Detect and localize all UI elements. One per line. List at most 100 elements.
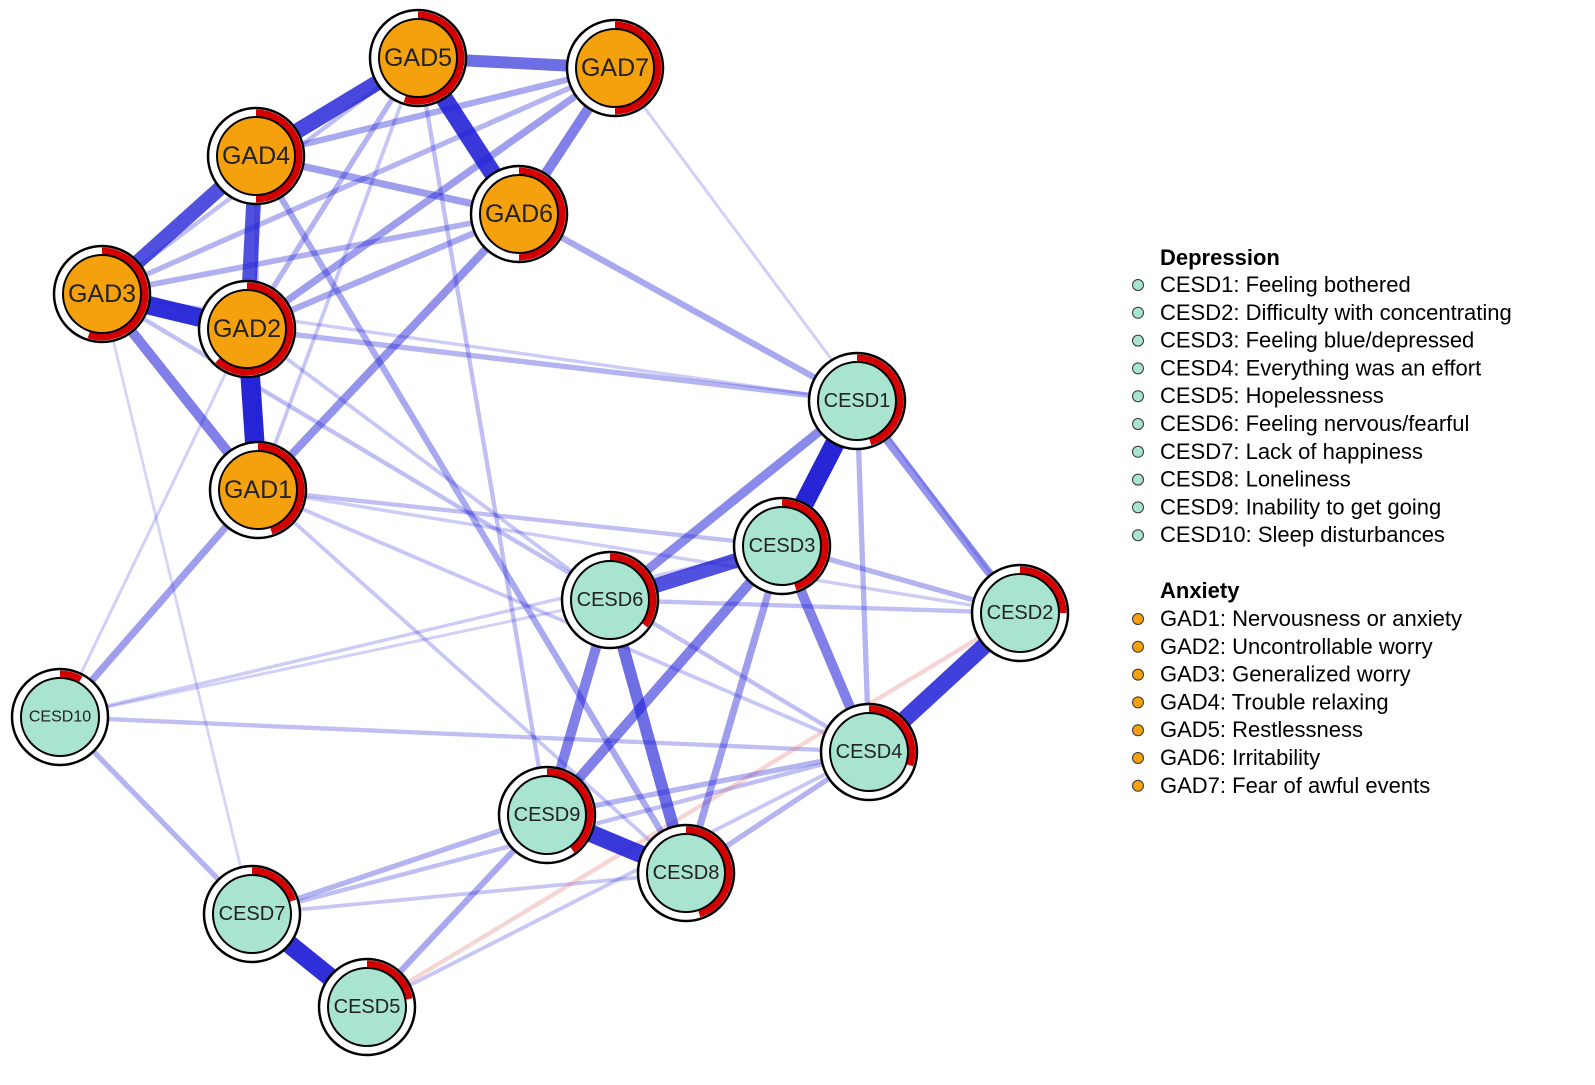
node-fill-cesd6 — [570, 560, 650, 640]
node-gad2: GAD2 — [197, 279, 297, 379]
node-fill-cesd3 — [742, 506, 822, 586]
node-label-gad1: GAD1 — [224, 476, 292, 504]
node-label-cesd2: CESD2 — [987, 602, 1054, 624]
edge-GAD2-CESD10 — [58, 328, 249, 718]
node-label-cesd5: CESD5 — [334, 996, 401, 1018]
edge-CESD10-CESD4 — [59, 714, 870, 755]
node-label-cesd10: CESD10 — [29, 709, 91, 726]
node-pie-cesd10 — [59, 670, 83, 683]
legend-item-anxiety-4: GAD4: Trouble relaxing — [1160, 689, 1389, 714]
edge-GAD2-CESD1 — [246, 326, 858, 404]
node-gad1: GAD1 — [208, 440, 308, 540]
node-gad3: GAD3 — [52, 244, 152, 344]
legend-marker-depression-8 — [1132, 473, 1144, 486]
node-cesd7: CESD7 — [202, 864, 302, 964]
legend-marker-anxiety-4 — [1132, 696, 1144, 709]
edge-GAD1-CESD3 — [257, 487, 783, 549]
node-fill-cesd8 — [646, 833, 726, 913]
node-pie-cesd6 — [609, 553, 657, 628]
node-fill-cesd2 — [980, 573, 1060, 653]
legend-item-anxiety-1: GAD1: Nervousness or anxiety — [1160, 606, 1462, 631]
legend-item-depression-7: CESD7: Lack of happiness — [1160, 439, 1423, 464]
node-label-cesd8: CESD8 — [653, 862, 720, 884]
node-fill-gad5 — [378, 18, 458, 98]
edge-GAD1-CESD10 — [57, 487, 261, 720]
node-pie-cesd2 — [1019, 566, 1067, 614]
edge-CESD9-CESD4 — [546, 749, 870, 818]
node-pie-gad7 — [614, 21, 662, 115]
node-pie-cesd7 — [251, 867, 297, 902]
node-label-cesd3: CESD3 — [749, 535, 816, 557]
legend-marker-depression-1 — [1132, 279, 1144, 291]
legend-marker-depression-3 — [1132, 334, 1144, 347]
node-label-cesd9: CESD9 — [514, 804, 581, 826]
node-fill-cesd10 — [20, 677, 100, 757]
node-label-gad3: GAD3 — [68, 280, 136, 308]
edge-GAD4-GAD7 — [255, 64, 616, 160]
node-label-gad4: GAD4 — [222, 142, 290, 170]
node-fill-gad4 — [216, 116, 296, 196]
edge-GAD7-CESD2 — [613, 67, 1022, 614]
node-fill-cesd7 — [212, 874, 292, 954]
legend-marker-anxiety-2 — [1132, 640, 1144, 653]
node-fill-cesd4 — [829, 712, 909, 792]
node-cesd1: CESD1 — [807, 351, 907, 451]
legend-marker-anxiety-1 — [1132, 613, 1144, 625]
node-label-cesd6: CESD6 — [577, 589, 644, 611]
legend-marker-anxiety-6 — [1132, 752, 1144, 764]
node-fill-gad6 — [479, 174, 559, 254]
node-cesd10: CESD10 — [10, 667, 110, 767]
node-label-gad2: GAD2 — [213, 315, 281, 343]
edge-GAD4-CESD8 — [253, 154, 689, 875]
edge-GAD2-GAD7 — [244, 65, 618, 332]
legend-marker-depression-5 — [1132, 390, 1144, 403]
node-pie-gad1 — [257, 443, 305, 535]
node-pie-cesd8 — [685, 826, 733, 918]
legend-item-depression-5: CESD5: Hopelessness — [1160, 383, 1384, 408]
node-fill-cesd1 — [817, 361, 897, 441]
legend-marker-depression-4 — [1132, 362, 1144, 375]
legend-item-depression-10: CESD10: Sleep disturbances — [1160, 522, 1445, 547]
edge-GAD1-GAD5 — [256, 57, 420, 491]
edge-CESD5-CESD2 — [365, 611, 1022, 1009]
node-cesd9: CESD9 — [497, 765, 597, 865]
node-pie-cesd1 — [856, 354, 904, 446]
node-pie-gad6 — [518, 167, 566, 261]
edge-GAD3-GAD6 — [101, 211, 520, 297]
node-pie-cesd3 — [781, 499, 829, 591]
edge-CESD7-CESD9 — [251, 812, 548, 917]
legend-item-anxiety-5: GAD5: Restlessness — [1160, 717, 1363, 742]
node-pie-gad2 — [215, 282, 294, 376]
legend-item-anxiety-2: GAD2: Uncontrollable worry — [1160, 634, 1433, 659]
legend-title-anxiety: Anxiety — [1160, 578, 1240, 603]
edge-GAD1-CESD8 — [256, 488, 688, 875]
legend: Depression CESD1: Feeling botheredCESD2:… — [1132, 245, 1512, 798]
node-cesd8: CESD8 — [636, 823, 736, 923]
legend-item-depression-2: CESD2: Difficulty with concentrating — [1160, 300, 1512, 325]
node-cesd6: CESD6 — [560, 550, 660, 650]
edge-GAD5-CESD9 — [415, 57, 550, 816]
node-gad5: GAD5 — [368, 8, 468, 108]
legend-item-depression-3: CESD3: Feeling blue/depressed — [1160, 328, 1474, 353]
edge-CESD1-CESD6 — [607, 397, 860, 604]
node-fill-gad2 — [207, 289, 287, 369]
node-label-gad6: GAD6 — [485, 200, 553, 228]
legend-item-depression-6: CESD6: Feeling nervous/fearful — [1160, 411, 1469, 436]
node-gad4: GAD4 — [206, 106, 306, 206]
edge-CESD1-CESD4 — [854, 400, 872, 753]
legend-item-depression-4: CESD4: Everything was an effort — [1160, 355, 1481, 380]
legend-marker-anxiety-7 — [1132, 779, 1144, 792]
edge-CESD7-CESD8 — [251, 871, 687, 916]
network-nodes: GAD1GAD2GAD3GAD4GAD5GAD6GAD7CESD1CESD2CE… — [10, 8, 1070, 1057]
node-label-gad5: GAD5 — [384, 44, 452, 72]
node-label-cesd7: CESD7 — [219, 903, 286, 925]
legend-marker-anxiety-3 — [1132, 668, 1144, 681]
legend-marker-depression-9 — [1132, 501, 1144, 514]
edge-CESD10-CESD6 — [59, 598, 611, 719]
edge-CESD5-CESD4 — [366, 750, 870, 1009]
edge-CESD3-CESD8 — [682, 544, 786, 875]
node-gad6: GAD6 — [469, 164, 569, 264]
